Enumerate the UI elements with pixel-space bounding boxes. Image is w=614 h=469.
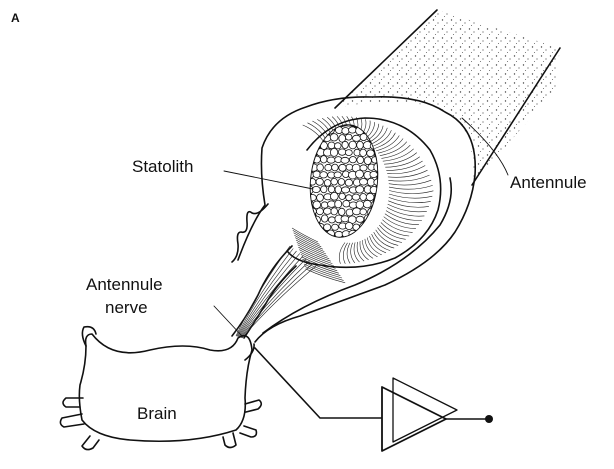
amplifier-symbol: [382, 378, 493, 451]
nerve-leader-line: [214, 306, 242, 336]
panel-label: A: [11, 11, 20, 25]
statolith-leader-line: [224, 171, 313, 189]
brain: [60, 327, 261, 450]
statolith: [302, 118, 386, 240]
label-antennule: Antennule: [510, 173, 587, 192]
cuticle-wavy-edge: [232, 204, 268, 262]
recording-electrode: [255, 348, 382, 418]
label-statolith: Statolith: [132, 157, 193, 176]
label-brain: Brain: [137, 404, 177, 423]
label-antennule-nerve-line2: nerve: [105, 298, 148, 317]
label-antennule-nerve-line1: Antennule: [86, 275, 163, 294]
